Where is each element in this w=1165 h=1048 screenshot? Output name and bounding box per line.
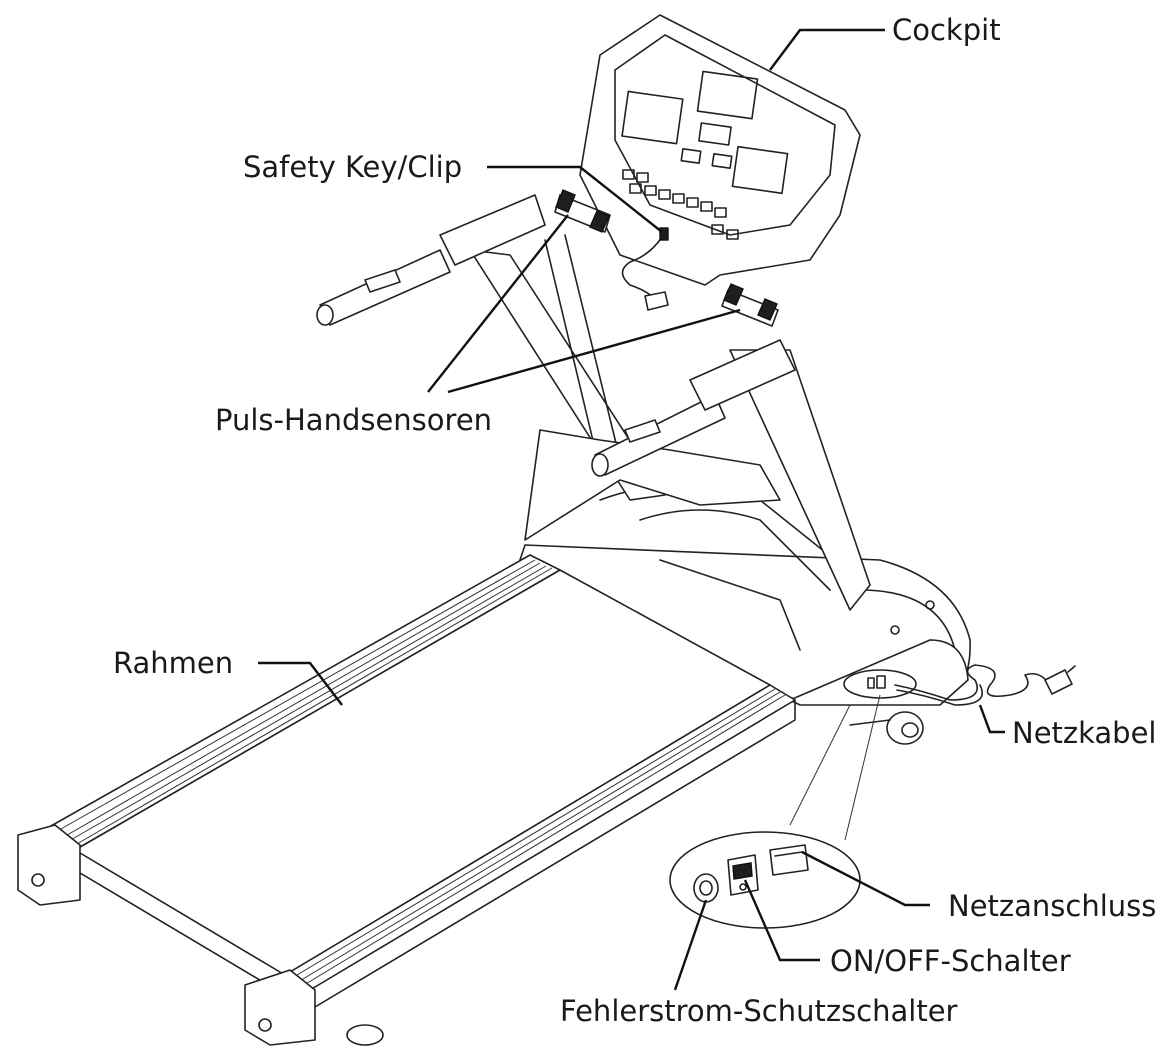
front-cap-right xyxy=(244,969,316,1046)
treadmill-illustration xyxy=(17,14,1076,1046)
leader-frame xyxy=(258,661,343,706)
leader-pulse-right xyxy=(447,308,741,394)
label-on-off-switch: ON/OFF-Schalter xyxy=(830,944,1071,978)
leader-on-off xyxy=(743,879,820,962)
console-keypad xyxy=(622,169,739,240)
leader-safety-key xyxy=(487,165,663,233)
front-cap-left xyxy=(17,824,81,906)
labels: Cockpit Safety Key/Clip Puls-Handsensore… xyxy=(113,13,1157,1028)
leader-pulse-left xyxy=(427,214,569,393)
leader-lines xyxy=(258,28,1005,991)
pulse-grip-right xyxy=(721,283,779,327)
label-frame: Rahmen xyxy=(113,646,233,680)
label-power-cable: Netzkabel xyxy=(1012,716,1157,750)
left-upright xyxy=(469,249,666,501)
label-power-socket: Netzanschluss xyxy=(948,889,1156,923)
label-pulse-sensors: Puls-Handsensoren xyxy=(215,403,492,437)
label-cockpit: Cockpit xyxy=(892,13,1001,47)
leader-cockpit xyxy=(769,28,885,71)
cockpit-console xyxy=(579,14,861,286)
leader-breaker xyxy=(673,899,708,991)
power-cable xyxy=(894,664,1051,701)
power-plug xyxy=(1044,669,1073,695)
label-safety-key: Safety Key/Clip xyxy=(243,150,462,184)
safety-clip xyxy=(644,291,669,311)
leader-power-socket xyxy=(801,850,930,907)
pulse-grip-left xyxy=(554,189,611,233)
leader-power-cable xyxy=(978,704,1005,734)
label-circuit-breaker: Fehlerstrom-Schutzschalter xyxy=(560,994,958,1028)
power-port-area xyxy=(843,669,917,699)
